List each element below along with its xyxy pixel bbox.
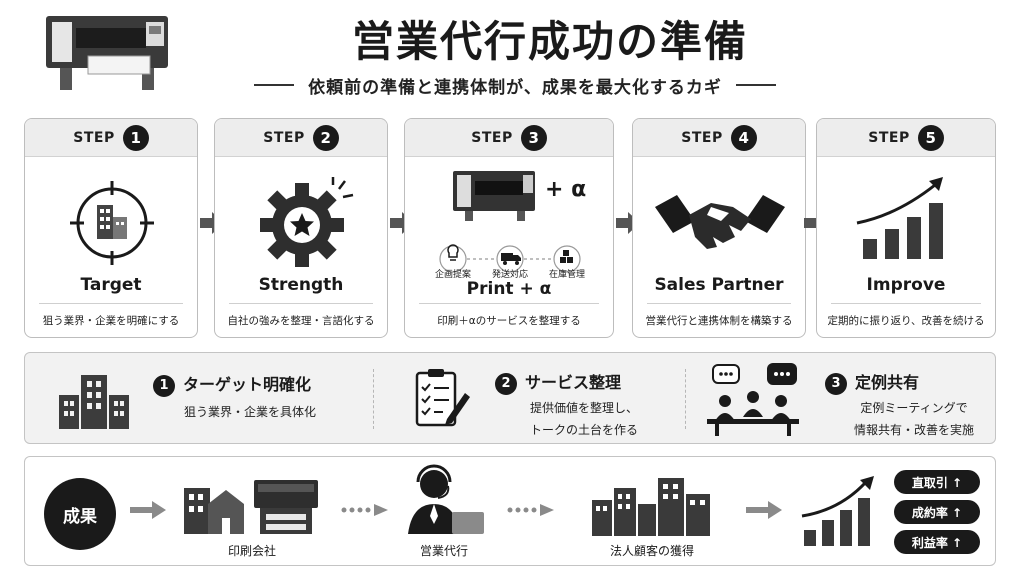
step-label: STEP xyxy=(868,129,910,146)
handshake-icon xyxy=(655,195,785,249)
arrow-right-icon xyxy=(130,501,166,519)
step-header: STEP 4 xyxy=(633,119,805,157)
step-header: STEP 2 xyxy=(215,119,387,157)
sales-agent-icon xyxy=(408,464,484,534)
growth-chart-icon xyxy=(856,177,943,259)
step-description: 自社の強みを整理・言語化する xyxy=(227,315,375,327)
divider xyxy=(39,303,183,304)
step-title: Strength xyxy=(258,275,344,295)
result-metric-badge: 直取引 ↑ xyxy=(894,470,980,494)
preparation-panel: 1 ターゲット明確化 狙う業界・企業を具体化 2 サービス整理 提供価値を整理し、 … xyxy=(24,352,996,444)
preparation-description: 提供価値を整理し、 トークの土台を作る xyxy=(529,401,638,437)
step-title: Improve xyxy=(866,275,946,295)
subitem-label: 企画提案 xyxy=(434,270,471,280)
step-header: STEP 3 xyxy=(405,119,613,157)
preparation-description: 狙う業界・企業を具体化 xyxy=(183,405,316,419)
preparation-title-text: ターゲット明確化 xyxy=(183,375,312,394)
step-description: 印刷＋αのサービスを整理する xyxy=(437,315,581,327)
result-badge: 成果 xyxy=(44,478,116,550)
step-card-5: STEP 5 Improve 定期的に振り返り、改善を続ける xyxy=(816,118,996,338)
flow-label: 営業代行 xyxy=(419,544,468,558)
print-company-icon xyxy=(184,480,318,534)
step-header: STEP 1 xyxy=(25,119,197,157)
preparation-title-text: 定例共有 xyxy=(855,373,920,392)
flow-label: 印刷会社 xyxy=(227,544,276,558)
subitem-label: 在庫管理 xyxy=(548,270,585,280)
preparation-number: 2 xyxy=(495,372,517,395)
step-title: Sales Partner xyxy=(654,275,784,295)
step-card-3: STEP 3 + α 企画提案 発送対応 在庫管理 Print + α 印刷＋α… xyxy=(404,118,614,338)
result-metric-badge: 利益率 ↑ xyxy=(894,530,980,554)
divider xyxy=(373,369,374,429)
step-label: STEP xyxy=(73,129,115,146)
step-number: 1 xyxy=(122,124,149,151)
divider xyxy=(685,369,686,429)
growth-chart-icon xyxy=(801,476,874,546)
printer-illustration xyxy=(46,16,168,90)
step-title: Target xyxy=(80,275,142,295)
step-header: STEP 5 xyxy=(817,119,995,157)
preparation-description: 定例ミーティングで 情報共有・改善を実施 xyxy=(853,401,974,437)
page-title: 営業代行成功の準備 xyxy=(351,17,748,66)
step-number: 2 xyxy=(312,124,339,151)
step-label: STEP xyxy=(681,129,723,146)
corporate-clients-icon xyxy=(592,478,710,536)
preparation-title: 1 ターゲット明確化 xyxy=(153,371,311,397)
step-card-2: STEP 2 Strength 自社の強みを整理・言語化する xyxy=(214,118,388,338)
divider xyxy=(735,84,776,86)
result-metric-badge: 成約率 ↑ xyxy=(894,500,980,524)
step-label: STEP xyxy=(263,129,305,146)
step-label: STEP xyxy=(471,129,513,146)
divider xyxy=(254,84,295,86)
divider xyxy=(229,303,373,304)
meeting-icon xyxy=(707,363,799,436)
flow-label: 法人顧客の獲得 xyxy=(609,544,694,558)
step-card-1: STEP 1 Target 狙う業界・企業を明確にする xyxy=(24,118,198,338)
checklist-icon xyxy=(415,369,470,427)
subitem-label: 発送対応 xyxy=(491,270,528,280)
preparation-title-text: サービス整理 xyxy=(525,373,622,392)
arrow-right-icon xyxy=(746,501,782,519)
subtitle-row: 依頼前の準備と連携体制が、成果を最大化するカギ xyxy=(220,72,810,98)
preparation-title: 2 サービス整理 xyxy=(495,369,621,395)
dotted-arrow-icon xyxy=(341,504,388,516)
divider xyxy=(419,303,599,304)
divider xyxy=(647,303,791,304)
page-subtitle: 依頼前の準備と連携体制が、成果を最大化するカギ xyxy=(308,77,722,98)
preparation-number: 3 xyxy=(825,372,847,395)
step-description: 営業代行と連携体制を構築する xyxy=(645,315,793,327)
step-title: Print + α xyxy=(466,279,552,299)
gear-star-icon xyxy=(260,177,354,267)
divider xyxy=(831,303,981,304)
step-description: 定期的に振り返り、改善を続ける xyxy=(827,315,985,327)
building-icon xyxy=(59,375,129,429)
step-number: 4 xyxy=(730,124,757,151)
plus-alpha-label: + α xyxy=(545,177,587,202)
dotted-arrow-icon xyxy=(507,504,554,516)
step-description: 狙う業界・企業を明確にする xyxy=(42,315,180,327)
printer-icon xyxy=(439,171,581,273)
target-buildings-icon xyxy=(70,181,154,265)
preparation-number: 1 xyxy=(153,374,175,397)
preparation-title: 3 定例共有 xyxy=(825,369,919,395)
step-number: 5 xyxy=(917,124,944,151)
step-number: 3 xyxy=(520,124,547,151)
step-card-4: STEP 4 Sales Partner 営業代行と連携体制を構築する xyxy=(632,118,806,338)
